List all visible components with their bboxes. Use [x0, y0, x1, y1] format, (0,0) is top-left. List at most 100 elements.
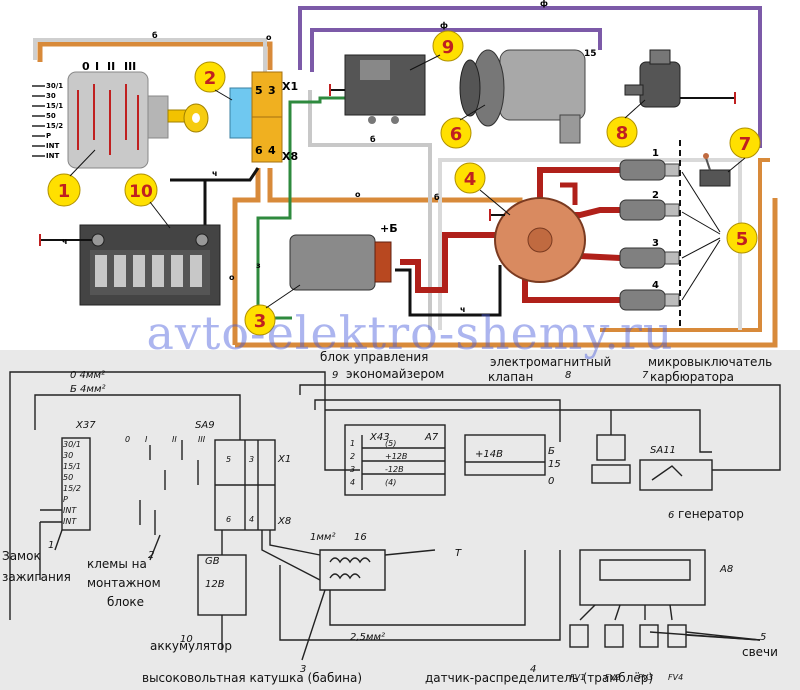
label-terminals-2: монтажном	[87, 576, 161, 590]
svg-text:9: 9	[442, 37, 455, 58]
ms-code-sa11: SA11	[650, 445, 676, 456]
distributor	[489, 197, 586, 283]
sch-num-6: 6	[668, 510, 674, 521]
marker-9: 9	[432, 30, 464, 62]
sch-pos-2: II	[172, 435, 177, 444]
wire-code-ch-bottom: ч	[460, 305, 466, 314]
sch-num-10: 10	[180, 634, 193, 645]
wire-white-middle	[308, 90, 432, 330]
switch-code-sa9: SA9	[195, 420, 215, 431]
wire-size-25: 2,5мм²	[350, 632, 385, 643]
microswitch-body	[699, 169, 731, 187]
wire-red-branch	[560, 182, 578, 205]
battery-voltage: 12В	[205, 579, 225, 590]
wire-white-top	[33, 38, 267, 72]
label-terminals-1: клемы на	[87, 557, 147, 571]
plug-code-fv3: FV3	[638, 673, 653, 682]
a7-pin-2: 2	[350, 452, 355, 461]
color-wiring-diagram: 0 I II III 30/1 30 15/1 50 15/2 P INT IN…	[32, 0, 778, 348]
sol-pin-b: Б	[548, 446, 555, 457]
sch-pos-0: 0	[125, 435, 130, 444]
sch-term-8: INT	[63, 517, 77, 526]
key-icon	[167, 103, 209, 133]
wire-size-16: 16	[354, 532, 367, 543]
marker-1: 1	[47, 173, 81, 207]
label-block-control: блок управления	[320, 350, 428, 364]
plug-num-2: 2	[652, 190, 659, 201]
ignition-switch: 0 I II III 30/1 30 15/1 50 15/2 P INT IN…	[32, 60, 209, 169]
wire-orange-right	[600, 158, 770, 332]
wire-code-f-top: ф	[540, 0, 548, 8]
marker-5: 5	[726, 222, 758, 254]
wire-orange-left	[232, 168, 261, 345]
a7-pin-4: 4	[350, 478, 355, 487]
sch-num-5: 5	[760, 632, 766, 643]
wire-code-o-left: о	[229, 273, 235, 282]
economizer-unit	[329, 54, 426, 124]
wire-black-block	[205, 167, 260, 182]
sch-num-9: 9	[332, 370, 338, 381]
alternator-pin-15: 15	[584, 49, 597, 59]
spark-plug-4	[619, 289, 680, 311]
switch-body	[67, 71, 149, 169]
wire-red-plug1	[537, 167, 620, 210]
a7-pin-3: 3	[350, 465, 355, 474]
alternator: 15	[459, 49, 597, 144]
wire-code-b-right: б	[434, 192, 440, 202]
marker-7: 7	[729, 127, 761, 159]
solenoid-body	[639, 61, 681, 108]
battery	[39, 224, 221, 306]
wire-size-b4: Б 4мм²	[70, 384, 106, 395]
a7-code-x43: X43	[369, 432, 390, 443]
sch-term-1: 30/1	[63, 440, 81, 449]
svg-text:10: 10	[129, 182, 153, 202]
wire-purple-outer	[298, 6, 762, 148]
svg-text:8: 8	[616, 123, 629, 144]
sch-term-4: 50	[63, 473, 73, 482]
plug-num-1: 1	[652, 148, 659, 159]
marker-8: 8	[606, 116, 638, 148]
label-microswitch-2: карбюратора	[650, 370, 734, 384]
a7-row-1: (5)	[385, 439, 396, 448]
sch-x1-pin-3: 3	[249, 455, 254, 464]
label-battery: аккумулятор	[150, 639, 232, 653]
wire-code-z-left: з	[256, 261, 261, 270]
sw-term-5: 15/2	[46, 122, 63, 130]
label-switch-2: зажигания	[2, 570, 71, 584]
marker-3: 3	[244, 304, 276, 336]
coil-plus-label: +Б	[380, 222, 398, 235]
connector-x1-label: X1	[282, 80, 298, 93]
wire-code-o-top: о	[266, 33, 272, 42]
sch-num-8: 8	[565, 370, 571, 381]
sol-pin-15: 15	[548, 459, 561, 470]
label-solenoid-2: клапан	[488, 370, 533, 384]
sch-term-2: 30	[63, 451, 73, 460]
sch-x1-pin-6: 6	[226, 515, 231, 524]
spark-plug-1	[619, 159, 680, 181]
sch-num-1: 1	[48, 540, 54, 551]
label-solenoid-1: электромагнитный	[490, 355, 611, 369]
label-switch-1: Замок	[2, 549, 41, 563]
a7-row-2: +12В	[385, 452, 407, 461]
sch-term-7: INT	[63, 506, 77, 515]
svg-text:7: 7	[739, 134, 752, 155]
wire-black-coil	[395, 265, 502, 317]
label-plugs: свечи	[742, 645, 778, 659]
sw-term-7: INT	[46, 142, 59, 150]
sch-pos-1: I	[145, 435, 148, 444]
block-pin-3: 3	[268, 84, 276, 97]
wire-orange-top	[37, 41, 273, 70]
sw-term-6: P	[46, 132, 51, 140]
wire-purple-inner	[310, 28, 602, 72]
sch-num-2: 2	[148, 550, 154, 561]
battery-code-gb: GB	[205, 556, 220, 567]
carburetor-microswitch	[699, 153, 731, 187]
sch-num-4: 4	[530, 664, 536, 675]
label-economizer: экономайзером	[346, 367, 444, 381]
sch-term-3: 15/1	[63, 462, 81, 471]
marker-4: 4	[454, 162, 486, 194]
wire-code-o-mid: о	[355, 190, 361, 199]
block-code-x1: X1	[277, 454, 291, 465]
a7-code-a7: A7	[424, 432, 439, 443]
plug-num-3: 3	[652, 238, 659, 249]
